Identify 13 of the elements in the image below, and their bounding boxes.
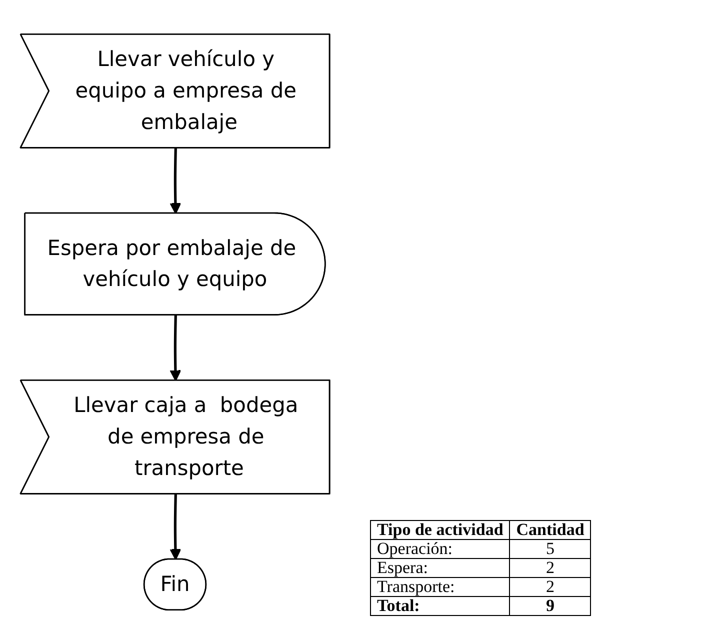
arrow bbox=[170, 315, 182, 382]
table-cell: Total: bbox=[370, 596, 510, 616]
table-cell: 5 bbox=[510, 540, 591, 558]
header-cell: Cantidad bbox=[510, 520, 591, 540]
table-cell: Transporte: bbox=[370, 578, 510, 596]
arrow bbox=[170, 148, 182, 214]
table-cell: 9 bbox=[510, 596, 591, 616]
table-cell: Operación: bbox=[370, 540, 510, 558]
table-cell: 2 bbox=[510, 558, 591, 578]
header-cell: Tipo de actividad bbox=[370, 520, 510, 540]
arrow bbox=[170, 494, 182, 560]
table-cell: Espera: bbox=[370, 558, 510, 578]
table-cell: 2 bbox=[510, 578, 591, 596]
